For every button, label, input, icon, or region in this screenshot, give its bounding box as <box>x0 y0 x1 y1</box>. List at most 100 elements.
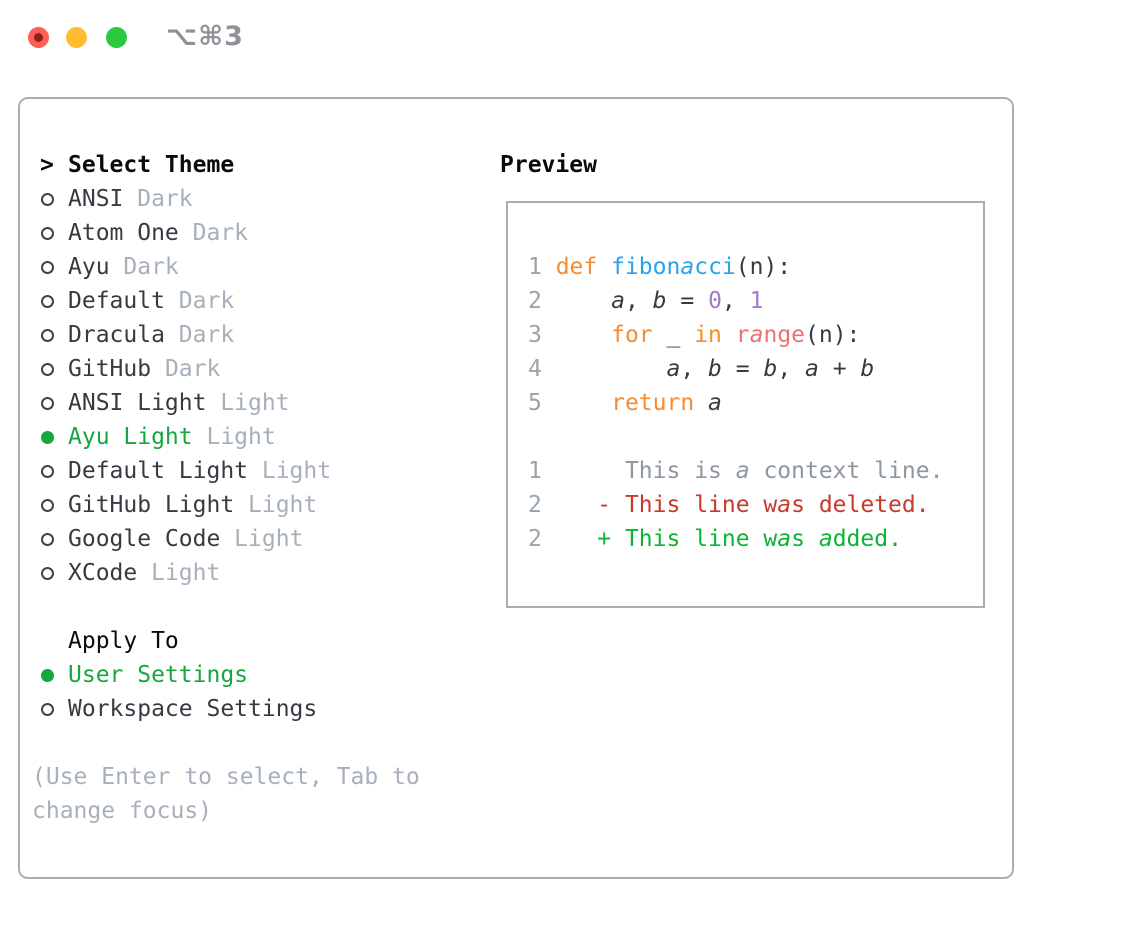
radio-icon <box>41 464 54 478</box>
theme-name: XCode <box>68 560 138 586</box>
token-num: 4 <box>528 356 556 382</box>
token-call: a <box>749 322 764 348</box>
token-del: - This line w <box>597 492 778 518</box>
select-theme-label: Select Theme <box>68 152 235 178</box>
apply-option-label: User Settings <box>68 662 249 688</box>
radio-marker <box>40 532 68 546</box>
token-kw: in <box>694 322 722 348</box>
window-title: ⌥⌘3 <box>166 21 244 52</box>
theme-option-default-dark[interactable]: Default Dark <box>40 284 420 318</box>
radio-icon <box>41 226 54 240</box>
theme-name: Ayu <box>68 254 110 280</box>
token-num: 5 <box>528 390 556 416</box>
token-var: b <box>708 356 722 382</box>
apply-option-workspace-settings[interactable]: Workspace Settings <box>40 692 420 726</box>
token-num: 1 <box>528 254 556 280</box>
theme-variant: Light <box>220 526 304 552</box>
radio-icon <box>41 260 54 274</box>
theme-name: Default Light <box>68 458 249 484</box>
theme-variant: Dark <box>151 356 221 382</box>
token-pn: , <box>721 288 750 314</box>
token-add: s <box>791 526 819 552</box>
theme-variant: Light <box>248 458 332 484</box>
token-pn: = <box>666 288 709 314</box>
theme-variant: Dark <box>164 288 235 314</box>
preview-code: 1 def fibonacci(n): 2 a, b = 0, 1 3 for _ … <box>528 250 943 556</box>
radio-marker <box>40 396 68 410</box>
code-line: 1 def fibonacci(n): <box>528 250 943 284</box>
token-pn: = <box>721 356 764 382</box>
radio-selected-icon <box>41 430 54 444</box>
spacer-row <box>40 590 420 624</box>
radio-marker <box>40 498 68 512</box>
token-add: a <box>777 526 792 552</box>
preview-title: Preview <box>500 152 597 178</box>
radio-marker <box>40 464 68 478</box>
apply-option-label: Workspace Settings <box>68 696 318 722</box>
apply-option-user-settings[interactable]: User Settings <box>40 658 420 692</box>
close-dot-icon <box>34 33 43 42</box>
close-button[interactable] <box>28 27 49 48</box>
theme-option-google-code-light[interactable]: Google Code Light <box>40 522 420 556</box>
token-pn <box>694 390 708 416</box>
theme-name: GitHub <box>68 356 152 382</box>
theme-name: Ayu Light <box>68 424 193 450</box>
radio-marker <box>40 566 68 580</box>
theme-option-dracula-dark[interactable]: Dracula Dark <box>40 318 420 352</box>
theme-option-atom-one-dark[interactable]: Atom One Dark <box>40 216 420 250</box>
token-pn: (n): <box>805 322 861 348</box>
token-var: a <box>708 390 722 416</box>
theme-option-github-dark[interactable]: GitHub Dark <box>40 352 420 386</box>
theme-name: Dracula <box>68 322 165 348</box>
hint-text: (Use Enter to select, Tab to <box>32 764 420 790</box>
token-lit: 0 <box>708 288 722 314</box>
radio-icon <box>41 532 54 546</box>
token-fn: cci <box>694 254 736 280</box>
theme-option-default-light-light[interactable]: Default Light Light <box>40 454 420 488</box>
token-ctx: context line. <box>749 458 944 484</box>
theme-option-github-light-light[interactable]: GitHub Light Light <box>40 488 420 522</box>
minimize-button[interactable] <box>66 27 87 48</box>
token-pn <box>597 254 611 280</box>
theme-option-ansi-dark[interactable]: ANSI Dark <box>40 182 420 216</box>
token-fn: a <box>680 254 695 280</box>
token-ctx <box>542 458 625 484</box>
radio-marker <box>40 328 68 342</box>
token-ctx: a <box>735 458 750 484</box>
token-del: s deleted. <box>791 492 930 518</box>
theme-name: GitHub Light <box>68 492 235 518</box>
token-fn: fibon <box>611 254 681 280</box>
token-num: 2 <box>528 288 556 314</box>
token-pn: , <box>777 356 806 382</box>
radio-marker <box>40 226 68 240</box>
theme-variant: Dark <box>123 186 193 212</box>
radio-marker <box>40 192 68 206</box>
code-line: 3 for _ in range(n): <box>528 318 943 352</box>
focus-marker: > <box>40 152 68 178</box>
spacer-row <box>40 726 420 760</box>
theme-option-ayu-light-light[interactable]: Ayu Light Light <box>40 420 420 454</box>
theme-option-ayu-dark[interactable]: Ayu Dark <box>40 250 420 284</box>
theme-variant: Light <box>206 390 290 416</box>
theme-variant: Light <box>234 492 318 518</box>
radio-marker <box>40 702 68 716</box>
theme-name: Default <box>68 288 165 314</box>
token-pn <box>556 288 611 314</box>
code-line: 4 a, b = b, a + b <box>528 352 943 386</box>
hint-row: change focus) <box>32 794 420 828</box>
theme-option-xcode-light[interactable]: XCode Light <box>40 556 420 590</box>
token-pn: , <box>680 356 709 382</box>
token-pn: (n): <box>735 254 792 280</box>
token-num: 2 <box>528 492 542 518</box>
theme-name: ANSI <box>68 186 124 212</box>
radio-marker <box>40 260 68 274</box>
diff-line: 2 + This line was added. <box>528 522 943 556</box>
radio-marker <box>40 294 68 308</box>
token-ctx: This is <box>624 458 736 484</box>
token-lit: 1 <box>749 288 764 314</box>
radio-icon <box>41 328 54 342</box>
theme-option-ansi-light-light[interactable]: ANSI Light Light <box>40 386 420 420</box>
theme-name: Atom One <box>68 220 179 246</box>
zoom-button[interactable] <box>106 27 127 48</box>
